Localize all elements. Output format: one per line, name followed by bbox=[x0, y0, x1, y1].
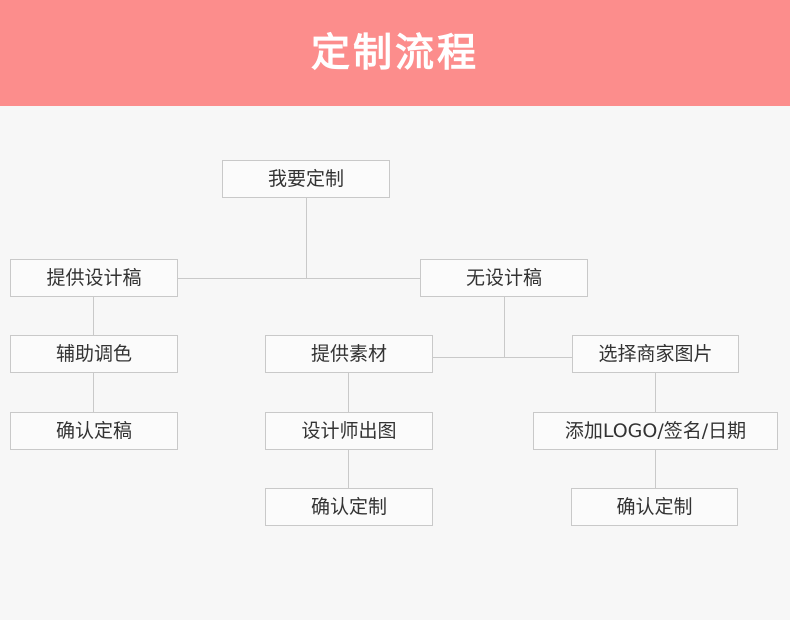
node-assist-color-label: 辅助调色 bbox=[55, 342, 132, 365]
node-confirm-custom-1-label: 确认定制 bbox=[310, 495, 387, 518]
node-designer-output-label: 设计师出图 bbox=[301, 419, 397, 442]
node-provide-design[interactable]: 提供设计稿 bbox=[10, 259, 178, 297]
flowchart-diagram: 我要定制 提供设计稿 无设计稿 辅助调色 提供素材 选择商家图片 确认定稿 设计… bbox=[0, 106, 790, 612]
node-designer-output[interactable]: 设计师出图 bbox=[265, 412, 433, 450]
node-start[interactable]: 我要定制 bbox=[222, 160, 390, 198]
node-provide-material-label: 提供素材 bbox=[310, 342, 387, 365]
edge-provide-material-to-designer-output bbox=[348, 373, 349, 412]
node-assist-color[interactable]: 辅助调色 bbox=[10, 335, 178, 373]
node-choose-shop-image-label: 选择商家图片 bbox=[598, 342, 713, 365]
node-confirm-final-label: 确认定稿 bbox=[55, 419, 132, 442]
header-banner: 定制流程 bbox=[0, 0, 790, 106]
node-confirm-custom-1[interactable]: 确认定制 bbox=[265, 488, 433, 526]
page-title: 定制流程 bbox=[310, 30, 479, 76]
edge-designer-output-to-confirm-custom-1 bbox=[348, 450, 349, 488]
edge-no-design-down bbox=[504, 297, 505, 358]
node-no-design[interactable]: 无设计稿 bbox=[420, 259, 588, 297]
node-choose-shop-image[interactable]: 选择商家图片 bbox=[572, 335, 739, 373]
edge-start-down bbox=[306, 197, 307, 279]
edge-assist-color-to-confirm-final bbox=[93, 373, 94, 412]
node-add-logo[interactable]: 添加LOGO/签名/日期 bbox=[533, 412, 778, 450]
node-confirm-custom-2[interactable]: 确认定制 bbox=[571, 488, 738, 526]
node-provide-material[interactable]: 提供素材 bbox=[265, 335, 433, 373]
node-no-design-label: 无设计稿 bbox=[465, 266, 542, 289]
node-start-label: 我要定制 bbox=[267, 167, 344, 190]
edge-provide-design-to-assist-color bbox=[93, 297, 94, 336]
edge-choose-shop-image-to-add-logo bbox=[655, 373, 656, 412]
node-provide-design-label: 提供设计稿 bbox=[46, 266, 142, 289]
node-confirm-final[interactable]: 确认定稿 bbox=[10, 412, 178, 450]
node-add-logo-label: 添加LOGO/签名/日期 bbox=[564, 419, 747, 442]
edge-second-bus bbox=[432, 357, 573, 358]
node-confirm-custom-2-label: 确认定制 bbox=[616, 495, 693, 518]
edge-trunk-bus bbox=[178, 278, 422, 279]
edge-add-logo-to-confirm-custom-2 bbox=[655, 450, 656, 488]
